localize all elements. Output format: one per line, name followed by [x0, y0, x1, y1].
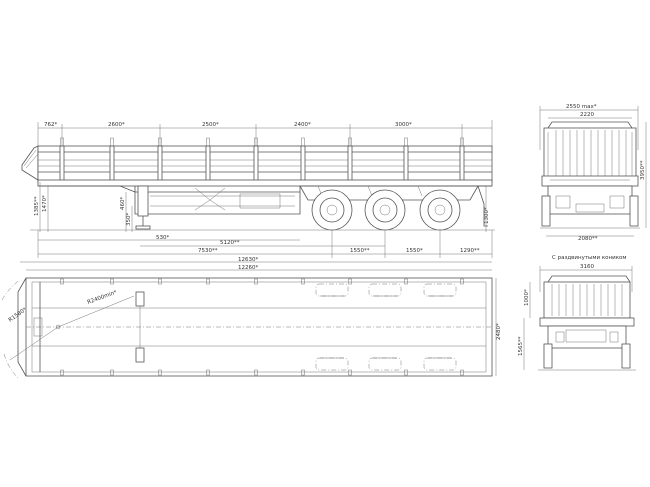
- stake-top: [301, 137, 305, 147]
- side-bottom-dim-3: 1550**: [350, 248, 370, 254]
- front-height-b: 1565**: [518, 336, 524, 356]
- stake-pocket: [348, 369, 352, 376]
- rear-height-dim: 3950**: [640, 160, 646, 180]
- front-caption: С раздвинутыми коником: [552, 255, 627, 261]
- stake-top: [60, 137, 64, 147]
- side-left-dim-0: 1385**: [34, 196, 40, 216]
- stake-top: [158, 137, 162, 147]
- stake-pocket: [60, 278, 64, 285]
- stake-post: [253, 145, 259, 183]
- side-left-dim-3: 350*: [126, 213, 132, 226]
- stake-pocket: [158, 369, 162, 376]
- stake-post: [205, 145, 211, 183]
- stake-top: [254, 137, 258, 147]
- side-top-dim-1: 2600*: [108, 122, 125, 128]
- stake-pocket: [110, 278, 114, 285]
- side-bottom-dim-0: 530*: [156, 235, 169, 241]
- side-top-dim-2: 2500*: [202, 122, 219, 128]
- stake-pocket: [460, 369, 464, 376]
- wheel-2: [364, 189, 406, 231]
- rear-view: 2550 max* 2220 3950** 2080**: [539, 104, 647, 242]
- stake-post: [59, 145, 65, 183]
- stake-pocket: [460, 278, 464, 285]
- side-top-dim-0: 762*: [44, 122, 57, 128]
- stake-top: [206, 137, 210, 147]
- side-top-dim-3: 2400*: [294, 122, 311, 128]
- rear-width-total: 2550 max*: [566, 104, 597, 110]
- top-length-total: 12260*: [238, 265, 258, 271]
- stake-post: [459, 145, 465, 183]
- stake-pocket: [206, 369, 210, 376]
- stake-top: [110, 137, 114, 147]
- stake-pocket: [404, 278, 408, 285]
- rear-width-inner: 2220: [580, 112, 594, 118]
- stake-post: [300, 145, 306, 183]
- stake-post: [109, 145, 115, 183]
- stake-pocket: [254, 278, 258, 285]
- stake-post: [347, 145, 353, 183]
- stake-pocket: [206, 278, 210, 285]
- stake-pocket: [254, 369, 258, 376]
- side-left-dim-2: 460*: [120, 197, 126, 210]
- side-left-dim-1: 1470*: [42, 195, 48, 212]
- stake-pocket: [158, 278, 162, 285]
- top-width-right: 2480*: [496, 323, 502, 340]
- stake-pocket: [404, 369, 408, 376]
- stake-pocket: [110, 369, 114, 376]
- stake-top: [348, 137, 352, 147]
- rear-width-axle: 2080**: [578, 236, 598, 242]
- side-bottom-dim-2: 7530**: [198, 248, 218, 254]
- stake-pocket: [301, 369, 305, 376]
- wheel-3: [419, 189, 461, 231]
- stake-pocket: [60, 369, 64, 376]
- side-bottom-dim-5: 1290**: [460, 248, 480, 254]
- side-top-dim-4: 3000*: [395, 122, 412, 128]
- stake-pocket: [348, 278, 352, 285]
- top-length-mid: 12630*: [238, 257, 258, 263]
- top-view: 12630* 12260* R2400min* R1580* 2480*: [1, 257, 502, 379]
- stake-post: [403, 145, 409, 183]
- side-view: 762* 2600* 2500* 2400* 3000* 1385**: [21, 120, 495, 258]
- stake-pocket: [301, 278, 305, 285]
- stake-top: [460, 137, 464, 147]
- front-width: 3160: [580, 264, 594, 270]
- wheel-1: [311, 189, 353, 231]
- side-bottom-dim-1: 5120**: [220, 240, 240, 246]
- side-bottom-dim-4: 1550*: [406, 248, 423, 254]
- stake-post: [157, 145, 163, 183]
- front-view: С раздвинутыми коником 3160 1000* 1565**: [518, 255, 636, 371]
- side-right-dim: 1300*: [484, 207, 490, 224]
- front-height-a: 1000*: [524, 289, 530, 306]
- stake-top: [404, 137, 408, 147]
